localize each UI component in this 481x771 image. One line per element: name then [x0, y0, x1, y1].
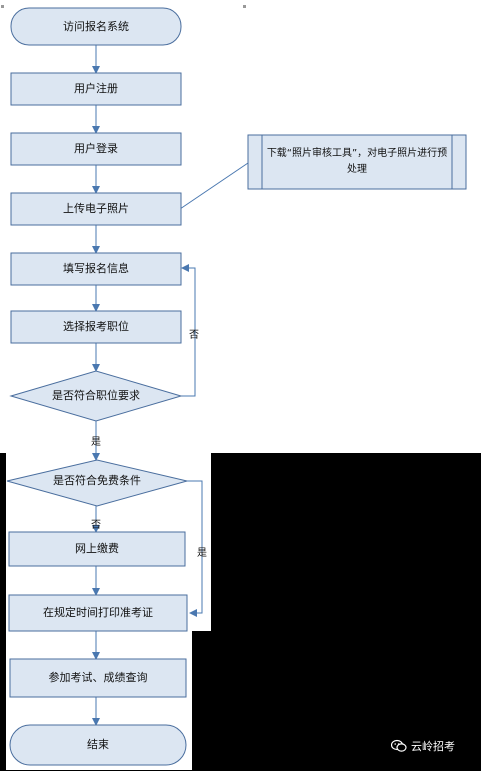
- node-fill-shape: [10, 252, 182, 286]
- wechat-icon: [391, 739, 407, 752]
- node-upload-label: 上传电子照片: [63, 202, 129, 215]
- node-pay-shape: [8, 531, 186, 567]
- node-visit-label: 访问报名系统: [63, 19, 129, 33]
- node-print-shape: [8, 594, 188, 632]
- node-upload-shape: [10, 192, 182, 226]
- node-pay-label: 网上缴费: [75, 542, 119, 555]
- node-login-label: 用户登录: [74, 142, 118, 155]
- node-choose-label: 选择报考职位: [63, 320, 129, 333]
- node-decision-fee-shape: [6, 459, 188, 507]
- decision-fee-label: 是否符合免费条件: [53, 474, 141, 487]
- edge-label-position-yes: 是: [91, 437, 101, 448]
- node-exam-shape: [9, 658, 187, 698]
- watermark: 云岭招考: [391, 738, 455, 754]
- watermark-text: 云岭招考: [411, 740, 455, 753]
- node-note-label: 下载“照片审核工具”，对电子照片进行预处理: [266, 148, 448, 175]
- node-decision-position-shape: [9, 370, 183, 422]
- edge-label-fee-yes: 是: [197, 548, 207, 559]
- decision-position-label: 是否符合职位要求: [52, 389, 140, 402]
- node-end-label: 结束: [87, 738, 109, 751]
- node-exam-label: 参加考试、成绩查询: [48, 671, 148, 684]
- edge-position-no: [180, 264, 196, 397]
- node-choose-shape: [10, 310, 182, 344]
- node-fill-label: 填写报名信息: [63, 262, 129, 275]
- node-register-label: 用户注册: [74, 82, 118, 95]
- edge-label-position-no: 否: [189, 330, 199, 341]
- edge-fee-yes: [187, 480, 203, 617]
- node-end-shape: [9, 724, 187, 766]
- corner-marker-left: [1, 5, 4, 8]
- edge-label-fee-no: 否: [91, 520, 101, 531]
- node-note-shape: [247, 134, 467, 190]
- node-print-label: 在规定时间打印准考证: [43, 606, 153, 619]
- edge-note-link: [179, 162, 249, 210]
- node-register-shape: [10, 72, 182, 106]
- corner-marker-right: [243, 5, 246, 8]
- node-visit-shape: [10, 7, 182, 46]
- node-login-shape: [10, 132, 182, 166]
